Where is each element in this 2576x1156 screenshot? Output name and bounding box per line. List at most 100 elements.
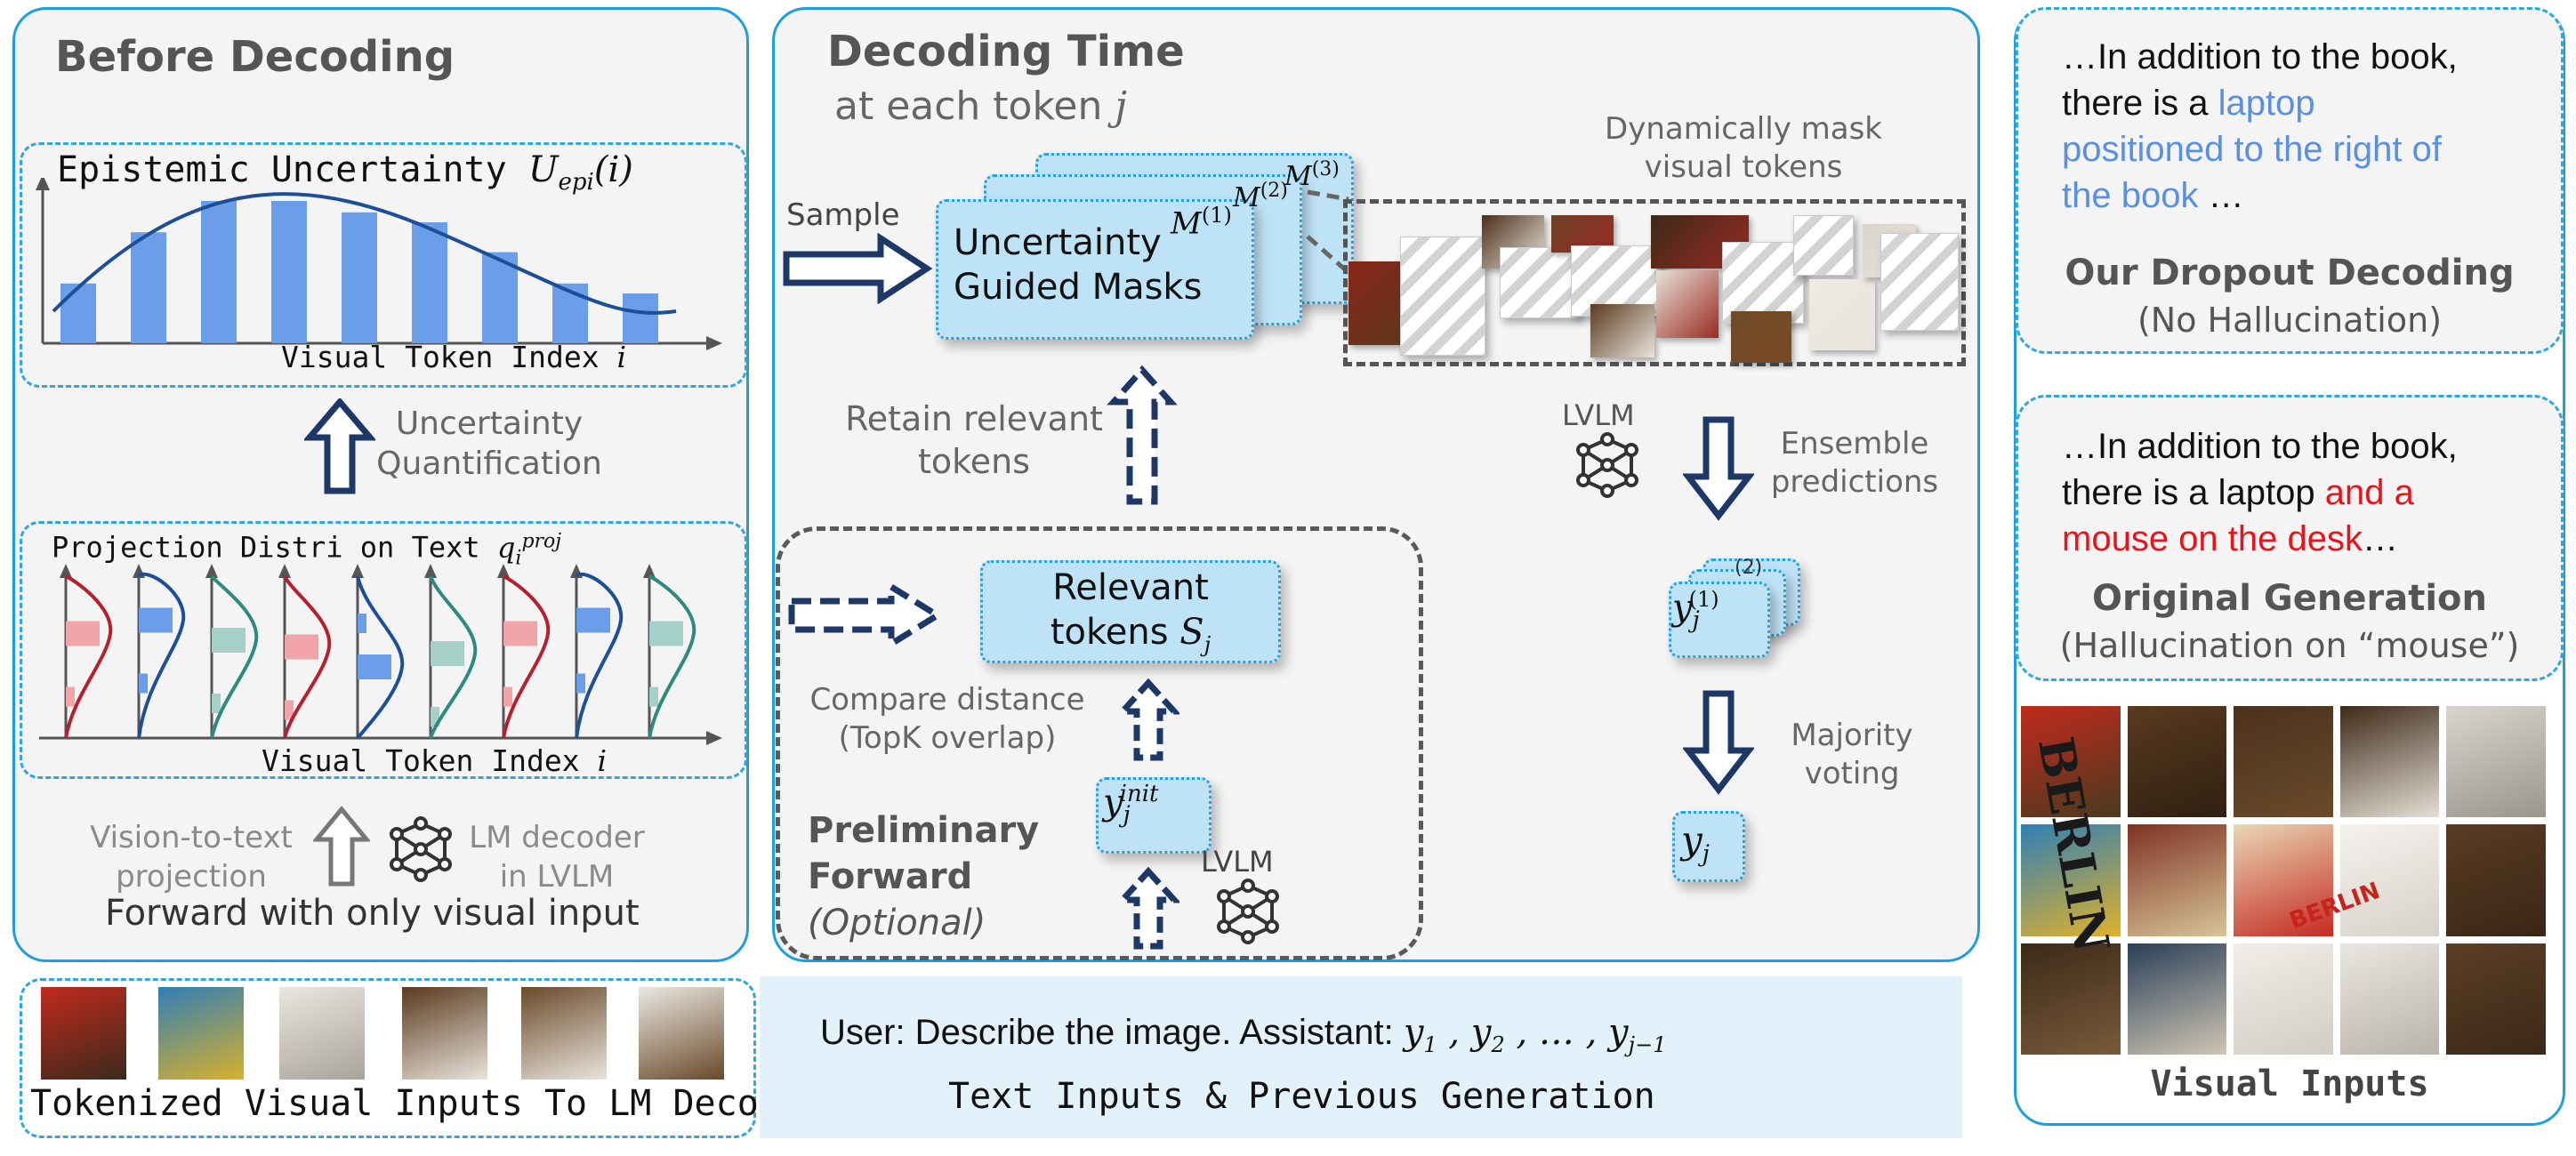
dist-curve	[137, 573, 186, 739]
token-thumbnail	[521, 987, 607, 1080]
retain-line-1: Retain relevant	[845, 399, 1103, 438]
top-axis-var: i	[616, 340, 627, 374]
ours-output-box	[2016, 7, 2564, 354]
masked-token-tile	[1880, 233, 1959, 331]
dist-axis-arrowhead	[643, 564, 656, 578]
user-prompt-line: User: Describe the image. Assistant: y1 …	[820, 1012, 1666, 1057]
ours-line-4b: …	[2198, 176, 2244, 215]
visual-input-tile	[2339, 706, 2440, 818]
mask-label-3: M(3)	[1284, 158, 1340, 192]
epistemic-uncertainty-label: Epistemic Uncertainty Uepi(i)	[57, 149, 633, 196]
projection-label: Projection Distri on Text qiproj	[52, 530, 561, 569]
up-dashed-arrow-yinit	[1117, 866, 1179, 950]
visual-input-tile	[2021, 824, 2121, 936]
dist-curve	[64, 574, 113, 739]
uncertainty-bar	[623, 293, 658, 343]
uncertainty-curve	[52, 192, 677, 315]
token-thumbnail	[639, 987, 724, 1080]
token-thumbnail	[158, 987, 244, 1080]
majority-line-1: Majority	[1791, 718, 1913, 753]
orig-highlight-and-a: and a	[2324, 473, 2414, 512]
dist-bar-minor	[358, 614, 366, 633]
token-thumbnail	[41, 987, 126, 1080]
epistemic-math: Uepi(i)	[527, 149, 633, 196]
dynamic-line-1: Dynamically mask	[1605, 111, 1882, 147]
uncertainty-bar	[131, 232, 166, 343]
decoding-time-title: Decoding Time	[827, 27, 1185, 76]
v2t-line-2: projection	[116, 859, 267, 895]
dist-bar-major	[66, 621, 100, 646]
compare-distance-label: Compare distance (TopK overlap)	[792, 681, 1103, 757]
visual-input-tile	[2339, 943, 2440, 1055]
dist-curve	[283, 574, 332, 739]
uq-line-2: Quantification	[376, 446, 602, 482]
ours-line-3: positioned to the right of	[2062, 130, 2442, 169]
visual-inputs-label: Visual Inputs	[2150, 1064, 2429, 1104]
lmdec-line-2: in LVLM	[499, 859, 615, 895]
retain-relevant-label: Retain relevant tokens	[827, 398, 1121, 483]
orig-line-2a: there is a laptop	[2062, 473, 2325, 512]
dist-curve	[429, 575, 478, 739]
relevant-tokens-card	[980, 560, 1281, 663]
relevant-line-2-text: tokens	[1050, 612, 1180, 653]
dist-bar-minor	[649, 686, 658, 707]
ours-line-2a: there is a	[2062, 84, 2218, 123]
up-dashed-arrow-compare	[1117, 678, 1179, 761]
dist-axis-arrowhead	[424, 564, 437, 578]
prelim-line-2: Forward	[808, 856, 973, 897]
dist-bar-major	[431, 641, 464, 666]
dist-curve	[648, 574, 696, 739]
before-decoding-title: Before Decoding	[55, 32, 455, 82]
dist-bar-minor	[576, 673, 585, 694]
dist-curve	[356, 575, 405, 740]
uncertainty-bar	[201, 201, 237, 343]
uncertainty-bar	[482, 252, 518, 343]
orig-line-1: …In addition to the book,	[2062, 427, 2458, 466]
relevant-line-1: Relevant	[1052, 567, 1209, 608]
user-sequence: y1 , y2 , … , yj−1	[1403, 1012, 1667, 1057]
yj-sample-label: yj(1)	[1672, 587, 1719, 634]
masked-token-tile	[1793, 215, 1854, 276]
original-output-box	[2016, 395, 2564, 681]
mask-label-1: M(1)	[1171, 203, 1232, 242]
dynamic-line-2: visual tokens	[1644, 149, 1843, 185]
masked-tiles	[1348, 206, 1962, 363]
v2t-line-1: Vision-to-text	[90, 820, 293, 855]
uncertainty-bar	[342, 212, 377, 343]
yinit-label: yjinit	[1103, 781, 1159, 829]
original-generated-text: …In addition to the book, there is a lap…	[2062, 423, 2542, 562]
dist-axis-arrowhead	[278, 564, 291, 578]
visual-input-tile	[2339, 824, 2440, 936]
dist-axis-arrowhead	[60, 564, 72, 578]
ours-highlight-laptop: laptop	[2218, 84, 2315, 123]
forward-label: Forward with only visual input	[105, 893, 640, 934]
masks-line-2: Guided Masks	[954, 267, 1203, 308]
down-hollow-arrow-majority	[1683, 690, 1754, 795]
masks-label: Uncertainty Guided Masks	[954, 221, 1202, 309]
visual-token-tile	[1731, 311, 1791, 363]
x-axis-arrowhead	[706, 336, 722, 350]
y-axis-arrowhead	[36, 178, 50, 190]
masked-token-tile	[1500, 247, 1580, 318]
compare-line-2: (TopK overlap)	[838, 719, 1057, 756]
uncertainty-bar	[60, 283, 96, 343]
visual-input-tile	[2127, 824, 2227, 936]
dist-bar-major	[503, 621, 537, 646]
ours-line-1: …In addition to the book,	[2062, 37, 2458, 76]
uq-line-1: Uncertainty	[395, 405, 584, 442]
dist-bar-minor	[66, 686, 75, 707]
dist-bar-major	[358, 654, 391, 679]
lm-decoder-label: LM decoder in LVLM	[459, 818, 655, 896]
ensemble-line-1: Ensemble	[1780, 426, 1929, 462]
bottom-axis-label: Visual Token Index i	[262, 743, 607, 778]
masks-line-1: Uncertainty	[954, 222, 1162, 263]
uncertainty-bar	[412, 222, 447, 343]
retain-line-2: tokens	[917, 441, 1031, 481]
token-thumbnails	[41, 982, 735, 1083]
projection-distributions	[39, 564, 722, 745]
uncertainty-bar-chart	[36, 178, 722, 350]
right-dashed-arrow	[788, 582, 944, 649]
yj-final-label: yj	[1681, 818, 1710, 868]
bottom-axis-label-text: Visual Token Index	[262, 743, 598, 778]
